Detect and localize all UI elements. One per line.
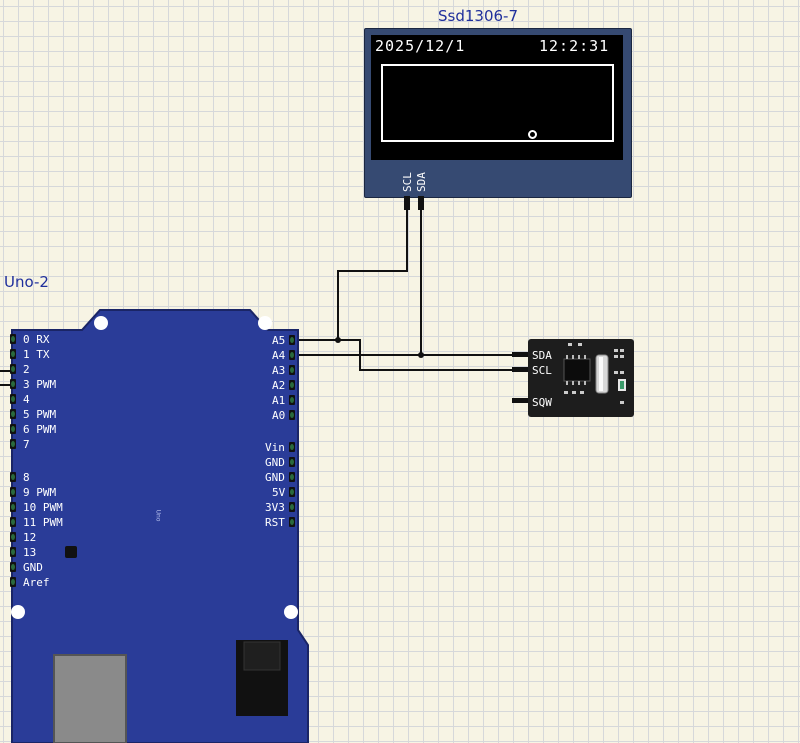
pin-a4-label: A4 xyxy=(272,349,286,362)
pin-d0-label: 0 RX xyxy=(23,333,50,346)
oled-time: 12:2:31 xyxy=(539,37,610,55)
pin-gnd-left-label: GND xyxy=(23,561,43,574)
pin-d1-label: 1 TX xyxy=(23,348,50,361)
pin-aref[interactable] xyxy=(10,577,16,587)
uno-board[interactable] xyxy=(0,300,320,743)
pin-a3[interactable] xyxy=(289,365,295,375)
pin-d3[interactable] xyxy=(10,379,16,389)
pin-d11[interactable] xyxy=(10,517,16,527)
oled-pin-scl[interactable] xyxy=(404,196,410,210)
pin-aref-label: Aref xyxy=(23,576,50,589)
rtc-pin-sqw[interactable] xyxy=(512,398,530,403)
uno-title: Uno-2 xyxy=(4,273,49,291)
pin-d5[interactable] xyxy=(10,409,16,419)
rtc-sda-label: SDA xyxy=(532,349,552,362)
rtc-scl-label: SCL xyxy=(532,364,552,377)
oled-game-frame xyxy=(381,64,614,142)
pin-d6[interactable] xyxy=(10,424,16,434)
pin-d6-label: 6 PWM xyxy=(23,423,57,436)
pin-3v3[interactable] xyxy=(289,502,295,512)
oled-pin-scl-label: SCL xyxy=(401,172,414,192)
pin-a1-label: A1 xyxy=(272,394,286,407)
pin-d3-label: 3 PWM xyxy=(23,378,57,391)
oled-pin-sda-label: SDA xyxy=(415,172,428,192)
mount-hole-icon xyxy=(11,605,25,619)
pin-d2[interactable] xyxy=(10,364,16,374)
pin-d7-label: 7 xyxy=(23,438,30,451)
rtc-sqw-label: SQW xyxy=(532,396,552,409)
pin-a2-label: A2 xyxy=(272,379,286,392)
wire-a5-rtc-scl xyxy=(338,339,513,371)
pin-rst[interactable] xyxy=(289,517,295,527)
mount-hole-icon xyxy=(94,316,108,330)
pin-d4-label: 4 xyxy=(23,393,30,406)
pin-d8[interactable] xyxy=(10,472,16,482)
pin-a3-label: A3 xyxy=(272,364,286,377)
oled-screen xyxy=(371,35,623,160)
pin-a4[interactable] xyxy=(289,350,295,360)
pin-a1[interactable] xyxy=(289,395,295,405)
pin-gnd1-label: GND xyxy=(265,456,285,469)
uno-board-label: Uno xyxy=(154,509,162,522)
pin-5v-label: 5V xyxy=(272,486,286,499)
mount-hole-icon xyxy=(284,605,298,619)
pin-gnd1[interactable] xyxy=(289,457,295,467)
wire-junction-a4 xyxy=(418,352,424,358)
pin-d7[interactable] xyxy=(10,439,16,449)
oled-date: 2025/12/1 xyxy=(375,37,466,55)
pin-d0[interactable] xyxy=(10,334,16,344)
pin-gnd-left[interactable] xyxy=(10,562,16,572)
pin-d1[interactable] xyxy=(10,349,16,359)
usb-connector xyxy=(53,654,127,743)
pin-3v3-label: 3V3 xyxy=(265,501,285,514)
oled-pin-sda[interactable] xyxy=(418,196,424,210)
pin-vin-label: Vin xyxy=(265,441,285,454)
pin-d2-label: 2 xyxy=(23,363,30,376)
pin-a5-label: A5 xyxy=(272,334,286,347)
pin-d9-label: 9 PWM xyxy=(23,486,57,499)
pin-d8-label: 8 xyxy=(23,471,30,484)
pin-gnd2-label: GND xyxy=(265,471,285,484)
pin-5v[interactable] xyxy=(289,487,295,497)
pin-a5[interactable] xyxy=(289,335,295,345)
pin-d11-label: 11 PWM xyxy=(23,516,63,529)
rtc-circuitry xyxy=(563,343,626,404)
wire-junction-a5 xyxy=(335,337,341,343)
pin-d13-label: 13 xyxy=(23,546,37,559)
pin-vin[interactable] xyxy=(289,442,295,452)
reset-button xyxy=(65,546,77,558)
pin-d10[interactable] xyxy=(10,502,16,512)
pin-a2[interactable] xyxy=(289,380,295,390)
pin-gnd2[interactable] xyxy=(289,472,295,482)
mount-hole-icon xyxy=(258,316,272,330)
wire-scl-oled xyxy=(297,206,408,341)
rtc-pin-sda[interactable] xyxy=(512,352,530,357)
rtc-chip-icon xyxy=(563,358,591,382)
pin-d12[interactable] xyxy=(10,532,16,542)
pin-a0-label: A0 xyxy=(272,409,286,422)
rtc-pin-scl[interactable] xyxy=(512,367,530,372)
pin-d9[interactable] xyxy=(10,487,16,497)
oled-title: Ssd1306-7 xyxy=(438,7,518,25)
pin-d12-label: 12 xyxy=(23,531,37,544)
pin-d13[interactable] xyxy=(10,547,16,557)
pin-d4[interactable] xyxy=(10,394,16,404)
pin-rst-label: RST xyxy=(265,516,285,529)
oled-ball-icon xyxy=(528,130,537,139)
pin-a0[interactable] xyxy=(289,410,295,420)
pin-d5-label: 5 PWM xyxy=(23,408,57,421)
pin-d10-label: 10 PWM xyxy=(23,501,63,514)
